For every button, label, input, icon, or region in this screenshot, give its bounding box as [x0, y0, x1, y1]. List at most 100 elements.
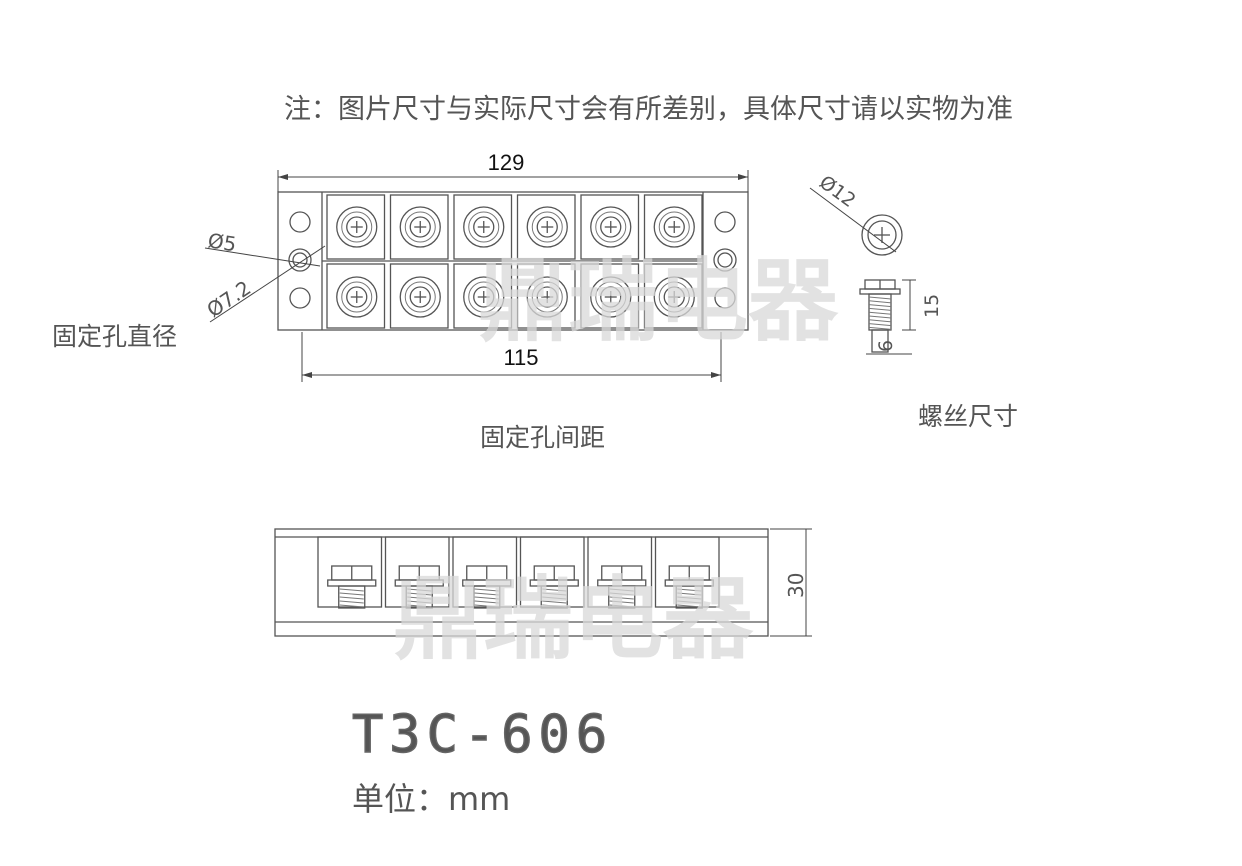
mount-hole-right-bottom [714, 287, 736, 309]
screw-thread-line [868, 326, 892, 330]
terminal-screw-ring [595, 281, 627, 313]
watermark-bottom: 鼎瑞电器 [393, 567, 754, 672]
unit-label: 单位：mm [352, 780, 510, 818]
side-thread-line [339, 604, 364, 608]
terminal-screw-outer [463, 276, 505, 318]
side-cell [587, 536, 653, 608]
side-thread-line [474, 588, 499, 592]
terminal-screw-head [409, 216, 431, 238]
terminal-screw-ring [341, 211, 373, 243]
side-screw-shank [675, 585, 703, 609]
terminal-cell [389, 194, 449, 260]
terminal-cell [453, 194, 513, 260]
side-thread-line [474, 600, 499, 604]
terminal-screw-outer [526, 206, 568, 248]
side-cell [317, 536, 383, 608]
label-screw-size: 螺丝尺寸 [918, 402, 1018, 431]
side-thread-line [542, 592, 567, 596]
dim-label-hole-outer: Ø7.2 [202, 276, 255, 322]
terminal-screw-head [536, 216, 558, 238]
leader-screw-head [809, 187, 897, 253]
screw-threads [868, 296, 892, 330]
dim-label-screw-length: 15 [921, 294, 943, 318]
terminal-screw-outer [399, 276, 441, 318]
side-thread-line [542, 588, 567, 592]
side-screw-shank [540, 585, 568, 609]
arrow-115-right [711, 372, 721, 378]
terminal-screw-head [473, 286, 495, 308]
model-number: T3C-606 [352, 705, 613, 765]
screw-thread-line [868, 296, 892, 300]
side-cell [654, 536, 720, 608]
side-screw-shank [473, 585, 501, 609]
side-thread-line [339, 596, 364, 600]
side-thread-line [407, 588, 432, 592]
terminal-screw-head [346, 216, 368, 238]
terminal-cell [580, 194, 640, 260]
terminal-screw-head [663, 216, 685, 238]
terminal-cell [643, 263, 703, 329]
mount-hole-right-mid-inner [717, 252, 733, 268]
leader-hole-outer [209, 245, 326, 323]
terminal-screw-ring [468, 211, 500, 243]
side-thread-line [339, 600, 364, 604]
mount-hole-left-top [289, 211, 311, 233]
screw-washer [859, 288, 901, 295]
side-thread-line [677, 588, 702, 592]
terminal-screw-ring [404, 211, 436, 243]
terminal-screw-ring [531, 211, 563, 243]
side-body [274, 528, 769, 637]
dim-label-height: 30 [784, 573, 808, 598]
side-thread-line [339, 588, 364, 592]
side-thread-line [407, 592, 432, 596]
terminal-screw-outer [463, 206, 505, 248]
watermark-top: 鼎瑞电器 [478, 249, 839, 354]
side-thread-line [542, 604, 567, 608]
terminal-screw-outer [526, 276, 568, 318]
label-hole-spacing: 固定孔间距 [480, 423, 605, 452]
side-thread-line [407, 596, 432, 600]
screw-thread-line [868, 323, 892, 327]
side-screw-shank [608, 585, 636, 609]
terminal-screw-head [473, 216, 495, 238]
terminal-cells [326, 194, 703, 329]
terminal-cell [389, 263, 449, 329]
terminal-cell [326, 194, 386, 260]
side-screw-washer [327, 579, 377, 587]
terminal-screw-ring [404, 281, 436, 313]
arrow-115-left [302, 372, 312, 378]
terminal-screw-ring [658, 281, 690, 313]
side-thread-line [339, 592, 364, 596]
dim-label-115: 115 [503, 345, 538, 370]
side-thread-line [677, 600, 702, 604]
screw-thread-line [868, 315, 892, 319]
side-cell [452, 536, 518, 608]
terminal-cell [580, 263, 640, 329]
terminal-screw-head [663, 286, 685, 308]
side-view: 30 [274, 528, 812, 637]
mount-hole-left-bottom [289, 287, 311, 309]
screw-thread-line [868, 304, 892, 308]
side-thread-line [677, 592, 702, 596]
terminal-screw-outer [399, 206, 441, 248]
side-thread-line [609, 588, 634, 592]
side-thread-line [609, 592, 634, 596]
dim-label-screw-thread: 6 [875, 340, 897, 352]
terminal-screw-ring [468, 281, 500, 313]
terminal-screw-ring [531, 281, 563, 313]
note-text: 注：图片尺寸与实际尺寸会有所差别，具体尺寸请以实物为准 [284, 94, 1013, 125]
screw-tip [871, 329, 889, 353]
mount-hole-right-mid-outer [713, 248, 737, 272]
terminal-screw-outer [653, 276, 695, 318]
side-thread-line [542, 600, 567, 604]
side-cell [384, 536, 450, 608]
label-hole-diameter: 固定孔直径 [52, 322, 177, 351]
screw-head-outer [861, 214, 903, 256]
terminal-screw-outer [336, 206, 378, 248]
screw-thread-line [868, 319, 892, 323]
side-screw-shank [405, 585, 433, 609]
side-thread-line [677, 604, 702, 608]
terminal-cell [516, 194, 576, 260]
side-cell [519, 536, 585, 608]
